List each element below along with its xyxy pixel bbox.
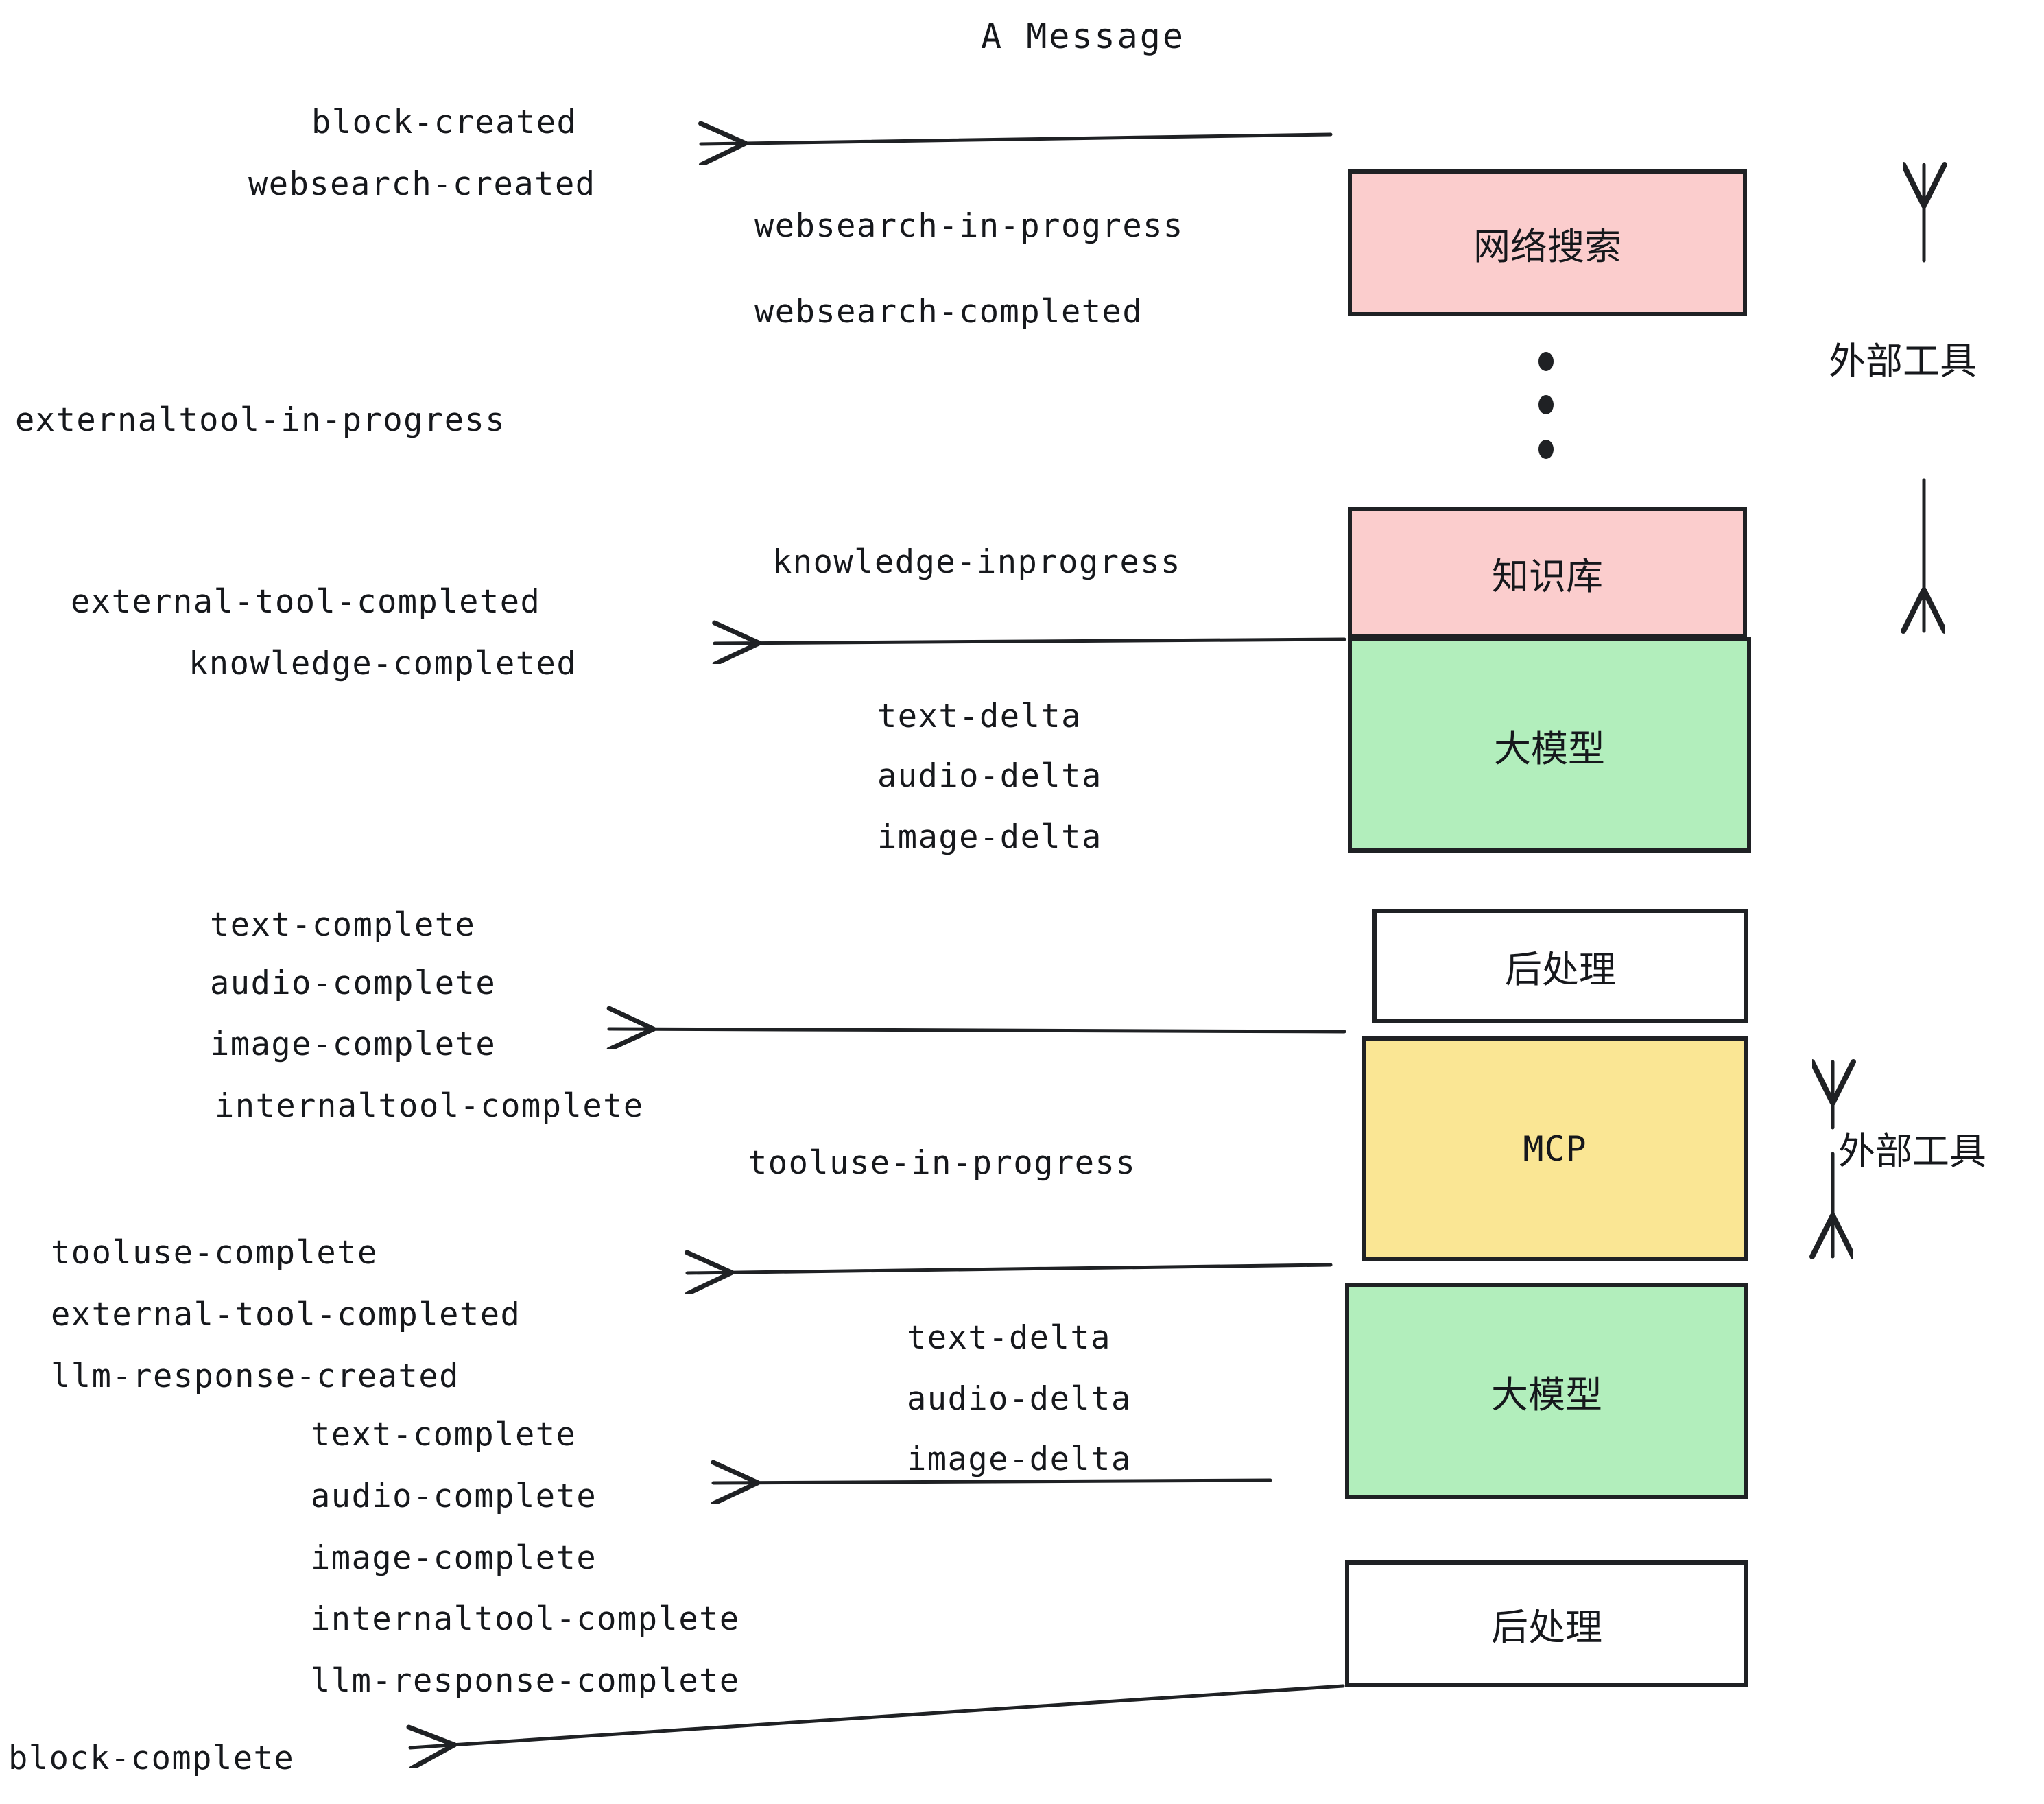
box-websearch bbox=[1348, 169, 1747, 316]
event-label-audio-delta-1: audio-delta bbox=[877, 757, 1102, 795]
event-label-external-tool-completed-1: external-tool-completed bbox=[71, 583, 541, 621]
event-label-text-complete-2: text-complete bbox=[311, 1416, 577, 1453]
event-arrows bbox=[410, 134, 1346, 1748]
event-label-knowledge-inprogress: knowledge-inprogress bbox=[772, 543, 1181, 581]
arrow-tooluse-complete bbox=[687, 1265, 1333, 1273]
box-knowledge bbox=[1348, 507, 1747, 639]
side-label-external-tool-top: 外部工具 bbox=[1829, 340, 1977, 383]
event-label-image-complete-2: image-complete bbox=[311, 1539, 597, 1577]
event-label-externaltool-in-progress: externaltool-in-progress bbox=[15, 401, 506, 439]
event-label-knowledge-completed: knowledge-completed bbox=[189, 645, 578, 683]
arrow-block-complete bbox=[410, 1684, 1345, 1748]
arrow-block-created bbox=[701, 134, 1333, 144]
event-label-audio-delta-2: audio-delta bbox=[907, 1380, 1132, 1418]
vertical-ellipsis-icon bbox=[1538, 352, 1554, 459]
page-title: A Message bbox=[981, 16, 1185, 56]
event-label-text-delta-1: text-delta bbox=[877, 698, 1082, 735]
event-label-tooluse-in-progress: tooluse-in-progress bbox=[748, 1144, 1137, 1182]
event-label-websearch-created: websearch-created bbox=[248, 165, 596, 203]
process-boxes bbox=[1345, 169, 1751, 1687]
arrow-image-complete bbox=[609, 1029, 1346, 1032]
ellipsis-dot bbox=[1538, 440, 1554, 459]
ellipsis-dot bbox=[1538, 352, 1554, 371]
event-label-llm-response-created: llm-response-created bbox=[51, 1357, 460, 1395]
event-label-text-complete-1: text-complete bbox=[210, 906, 476, 944]
event-label-image-delta-1: image-delta bbox=[877, 818, 1102, 856]
side-label-external-tool-bottom: 外部工具 bbox=[1838, 1130, 1986, 1173]
event-label-block-created: block-created bbox=[311, 104, 578, 141]
box-mcp bbox=[1362, 1036, 1748, 1261]
box-llm-2 bbox=[1345, 1283, 1748, 1499]
arrow-audio-complete bbox=[713, 1480, 1272, 1483]
side-range-arrows bbox=[1833, 165, 1924, 1257]
event-label-internaltool-complete-1: internaltool-complete bbox=[215, 1087, 644, 1125]
box-postprocess-2 bbox=[1345, 1560, 1748, 1687]
event-label-image-delta-2: image-delta bbox=[907, 1440, 1132, 1478]
event-label-tooluse-complete: tooluse-complete bbox=[51, 1234, 378, 1272]
event-label-text-delta-2: text-delta bbox=[907, 1319, 1111, 1357]
event-label-websearch-in-progress: websearch-in-progress bbox=[754, 207, 1184, 245]
event-label-image-complete-1: image-complete bbox=[210, 1025, 497, 1063]
arrow-knowledge bbox=[715, 639, 1346, 643]
event-label-audio-complete-1: audio-complete bbox=[210, 964, 497, 1002]
event-label-external-tool-completed-2: external-tool-completed bbox=[51, 1296, 521, 1333]
event-label-internaltool-complete-2: internaltool-complete bbox=[311, 1600, 740, 1638]
box-postprocess-1 bbox=[1372, 909, 1748, 1023]
event-label-block-complete: block-complete bbox=[8, 1740, 295, 1777]
event-label-audio-complete-2: audio-complete bbox=[311, 1477, 597, 1515]
ellipsis-dot bbox=[1538, 395, 1554, 414]
event-label-llm-response-complete: llm-response-complete bbox=[311, 1662, 740, 1700]
box-llm-1 bbox=[1348, 637, 1751, 853]
event-label-websearch-completed: websearch-completed bbox=[754, 293, 1143, 331]
